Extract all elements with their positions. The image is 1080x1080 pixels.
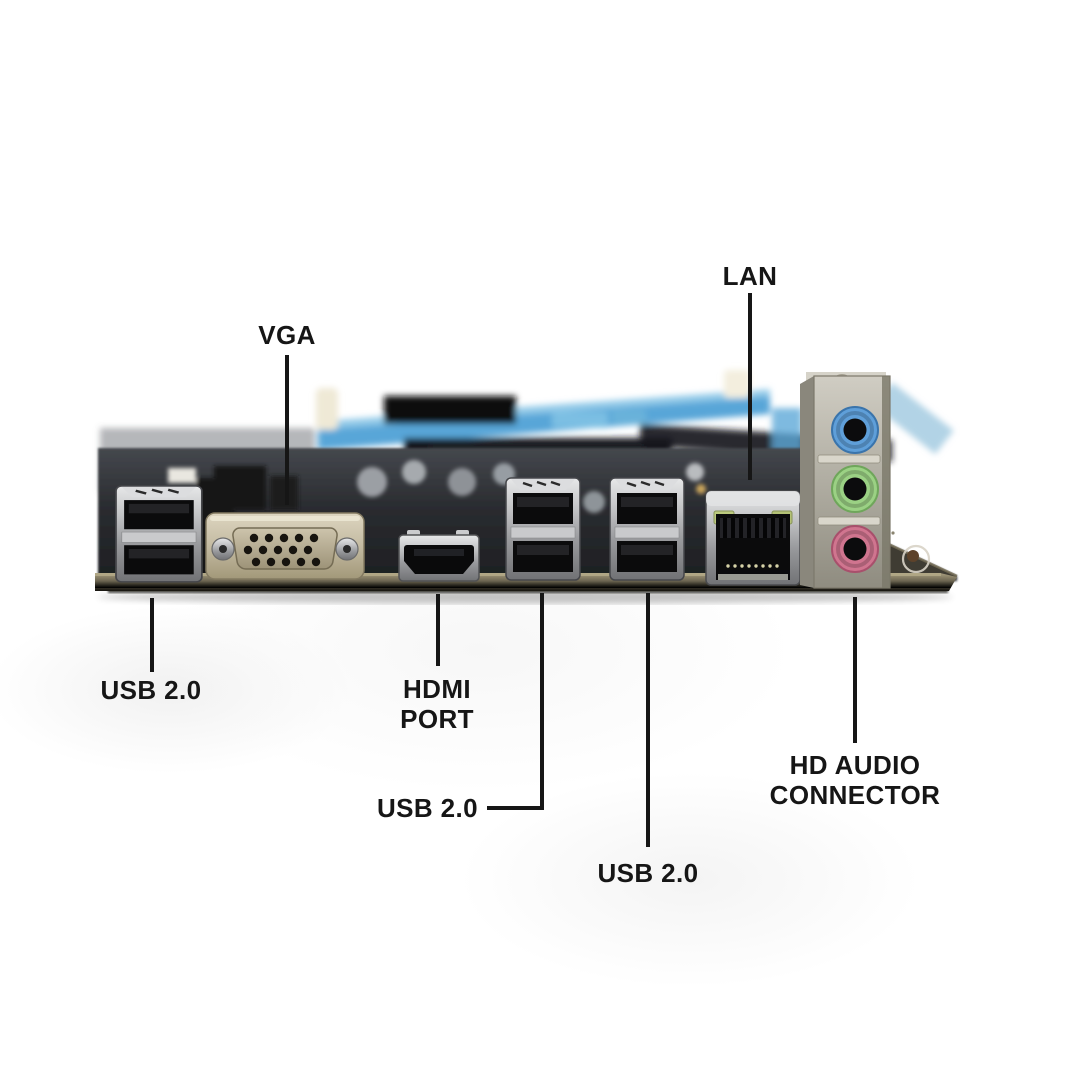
hd-audio-callout-line: [853, 597, 857, 743]
audio-jack-mic: [831, 525, 879, 573]
mounting-hole-marking: [901, 544, 931, 574]
hdmi-port: [398, 530, 480, 582]
hdmi-label-line1: HDMI: [402, 674, 472, 704]
lan-pins: [726, 564, 779, 568]
hdmi-label: HDMI PORT: [400, 674, 474, 734]
hd-audio-label: HD AUDIO CONNECTOR: [770, 750, 941, 810]
audio-jack-line-in: [831, 406, 879, 454]
lan-port: [705, 490, 801, 586]
usb-right-label: USB 2.0: [597, 858, 699, 888]
mounting-hole: [907, 550, 919, 562]
lan-label: LAN: [722, 261, 778, 291]
ram-clip-left: [316, 388, 338, 430]
hd-audio-label-line2: CONNECTOR: [769, 780, 941, 810]
ram-clip-right: [724, 370, 750, 398]
usb-middle-callout-vline: [540, 593, 544, 810]
vga-label: VGA: [258, 320, 316, 350]
board-shadow: [97, 590, 953, 604]
usb-left-callout-line: [150, 598, 154, 672]
audio-jack-line-out: [831, 465, 879, 513]
ram-slot: [318, 394, 770, 450]
usb2-stack-middle: [504, 476, 582, 582]
usb-left-label: USB 2.0: [100, 675, 202, 705]
slot-bar: [384, 396, 516, 424]
hd-audio-label-line1: HD AUDIO: [789, 750, 921, 780]
vga-callout-line: [285, 355, 289, 505]
usb-middle-label: USB 2.0: [376, 793, 478, 823]
vga-pin-holes: [243, 533, 321, 567]
usb-right-callout-line: [646, 593, 650, 847]
lan-callout-line: [748, 293, 752, 480]
vga-port: [205, 512, 365, 580]
usb-middle-callout-hline: [487, 806, 544, 810]
usb2-stack-left: [114, 484, 204, 584]
usb2-stack-right: [608, 476, 686, 582]
hdmi-callout-line: [436, 594, 440, 666]
hdmi-label-line2: PORT: [400, 704, 474, 734]
hd-audio-connector: [800, 372, 891, 589]
